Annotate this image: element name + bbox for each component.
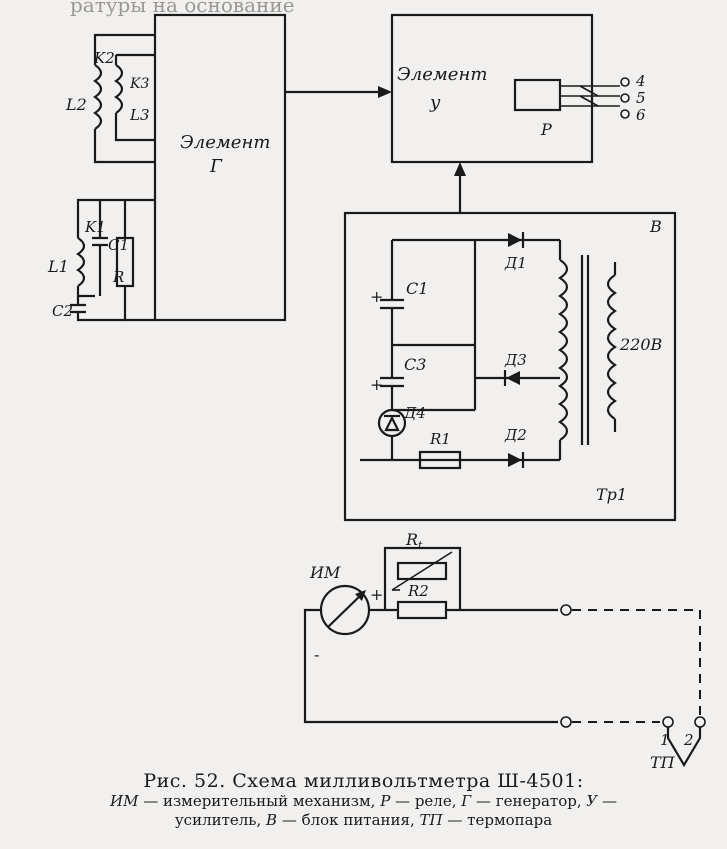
label-out4: 4 [635, 72, 646, 90]
relay-p: P 4 5 6 [513, 72, 646, 139]
legend-tp: ТП — термопара [419, 811, 553, 829]
power-letter: В [649, 217, 662, 236]
zener-d4: Д4 [377, 404, 426, 460]
label-d2: Д2 [504, 426, 527, 444]
label-l3: L3 [129, 106, 150, 124]
label-l2: L2 [65, 95, 87, 114]
label-220v: 220В [619, 335, 663, 354]
lc-tank-l1-c1: K1 C1 L1 C2 R [47, 198, 155, 322]
label-tp: ТП [650, 753, 676, 770]
amplifier-name: Элемент [397, 64, 487, 85]
label-r1: R1 [429, 430, 451, 448]
label-d4: Д4 [403, 404, 426, 422]
caption-legend: ИМ — измерительный механизм, Р — реле, Г… [0, 792, 727, 830]
arrow-power-to-amp [454, 162, 466, 176]
diode-d1: Д1 [504, 232, 527, 272]
generator-letter: Г [209, 156, 223, 177]
legend-v: В — блок питания, [266, 811, 420, 829]
legend-u: У — [586, 792, 617, 810]
generator-block [153, 13, 287, 322]
label-r2: R2 [407, 582, 429, 600]
power-block [343, 211, 677, 522]
dashed-line-top [572, 609, 701, 722]
legend-g: Г — генератор, [461, 792, 587, 810]
label-tr1: Тр1 [596, 485, 627, 504]
schematic-diagram: ратуры на основание Элемент Г K2 L2 K3 L… [47, 0, 706, 772]
transformer-tr1: 220В Тр1 [557, 240, 663, 504]
label-k1: K1 [84, 218, 106, 236]
terminal-1 [662, 716, 674, 728]
resistor-r2: R2 [396, 582, 448, 620]
coil-l2-l3: K2 L2 K3 L3 [65, 33, 155, 164]
label-minus-im: - [314, 645, 319, 664]
figure-caption: Рис. 52. Схема милливольтметра Ш-4501: И… [0, 770, 727, 830]
resistor-r1: R1 [418, 430, 462, 470]
label-c2: C2 [52, 302, 73, 320]
diode-d2: Д2 [504, 426, 527, 468]
capacitor-c3: + C3 [370, 345, 426, 410]
label-im: ИМ [309, 563, 341, 582]
label-term2: 2 [683, 731, 694, 749]
terminal-bottom [560, 716, 572, 728]
meter-im: ИМ + - [309, 563, 383, 664]
rt-r2-parallel [370, 578, 470, 612]
label-plus-im: + [370, 585, 383, 604]
label-out6: 6 [636, 106, 646, 124]
terminal-2 [694, 716, 706, 728]
amplifier-block [390, 13, 594, 164]
diode-d3: Д3 [475, 351, 560, 386]
legend-u-cont: усилитель, [174, 811, 267, 829]
label-k2: K2 [93, 49, 115, 67]
capacitor-c1: + C1 [370, 240, 428, 345]
amplifier-letter: у [429, 92, 441, 113]
label-c1-gen: C1 [108, 236, 129, 254]
generator-name: Элемент [180, 132, 270, 153]
terminal-top [560, 604, 572, 616]
label-term1: 1 [660, 731, 670, 749]
caption-title: Рис. 52. Схема милливольтметра Ш-4501: [143, 770, 584, 792]
legend-p: Р — реле, [380, 792, 462, 810]
label-d3: Д3 [504, 351, 527, 369]
label-rt: Rt [405, 530, 423, 552]
thermistor-rt: Rt [383, 530, 462, 591]
label-r: R [112, 268, 124, 286]
label-c1: C1 [406, 279, 428, 298]
wire-bottom [303, 608, 558, 724]
label-p: P [540, 120, 552, 139]
label-out5: 5 [636, 89, 646, 107]
bg-text-top: ратуры на основание [70, 0, 295, 17]
label-k3: K3 [129, 76, 149, 92]
thermocouple-tp: ТП [650, 727, 702, 772]
legend-im: ИМ — измерительный механизм, [109, 792, 381, 810]
label-plus-c3: + [370, 375, 383, 394]
label-d1: Д1 [504, 254, 527, 272]
label-l1: L1 [47, 257, 69, 276]
label-plus-c1: + [370, 287, 383, 306]
arrow-gen-to-amp [378, 86, 392, 98]
label-c3: C3 [404, 355, 426, 374]
